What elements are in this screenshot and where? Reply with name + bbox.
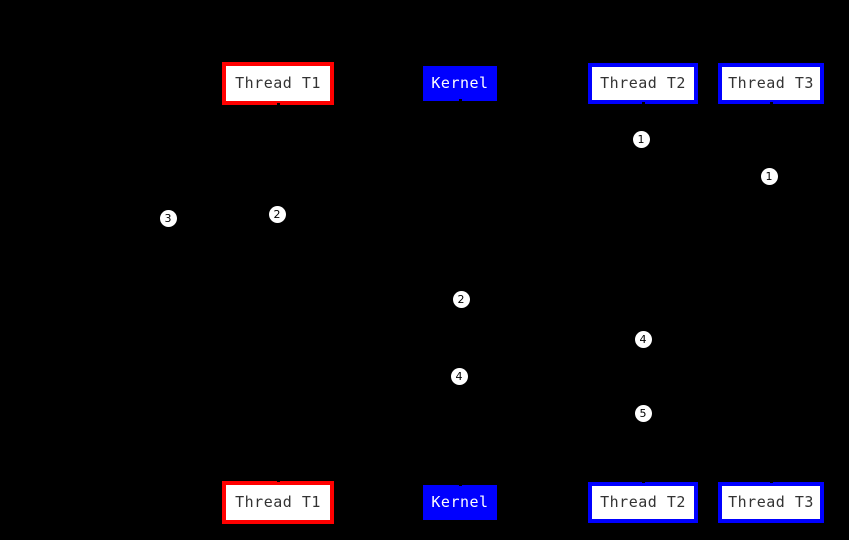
participant-box-t1[interactable]: Thread T1 [222,62,334,105]
lifeline-stub-t2b [642,479,645,483]
step-t1-2: 2 [268,205,286,223]
participant-box-kernelb[interactable]: Kernel [423,485,497,520]
participant-label-t1b: Thread T1 [235,493,321,511]
participant-label-t3b: Thread T3 [728,493,814,511]
step-t2-1: 1 [632,130,650,148]
step-number: 2 [273,207,281,221]
step-number: 3 [164,211,172,225]
participant-box-t1b[interactable]: Thread T1 [222,481,334,524]
step-t1-3: 3 [159,209,177,227]
step-t2-4: 4 [634,330,652,348]
participant-label-t1: Thread T1 [235,74,321,92]
step-kernel-4: 4 [450,367,468,385]
step-number: 5 [639,406,647,420]
participant-label-t2b: Thread T2 [600,493,686,511]
participant-box-t2[interactable]: Thread T2 [588,63,698,104]
participant-label-t3: Thread T3 [728,74,814,92]
lifeline-t1 [278,105,279,481]
participant-box-t3b[interactable]: Thread T3 [718,482,824,523]
lifeline-stub-t1 [277,103,280,107]
lifeline-stub-t2 [642,102,645,106]
participant-label-t2: Thread T2 [600,74,686,92]
step-t2-5: 5 [634,404,652,422]
step-kernel-2: 2 [452,290,470,308]
lifeline-t3 [771,104,772,482]
participant-box-t3[interactable]: Thread T3 [718,63,824,104]
participant-label-kernel: Kernel [431,74,489,92]
lifeline-stub-kernelb [459,482,462,486]
msg-3-t1 [168,218,278,219]
participant-label-kernelb: Kernel [431,493,489,511]
lifeline-stub-t3 [770,102,773,106]
step-number: 1 [637,132,645,146]
msg-2-t1 [278,214,460,215]
lifeline-stub-t1b [277,478,280,482]
step-number: 2 [457,292,465,306]
step-number: 1 [765,169,773,183]
participant-box-kernel[interactable]: Kernel [423,66,497,101]
lifeline-stub-t3b [770,479,773,483]
lifeline-t2 [643,104,644,482]
step-number: 4 [639,332,647,346]
lifeline-stub-kernel [459,99,462,103]
step-t3-1: 1 [760,167,778,185]
participant-box-t2b[interactable]: Thread T2 [588,482,698,523]
step-number: 4 [455,369,463,383]
